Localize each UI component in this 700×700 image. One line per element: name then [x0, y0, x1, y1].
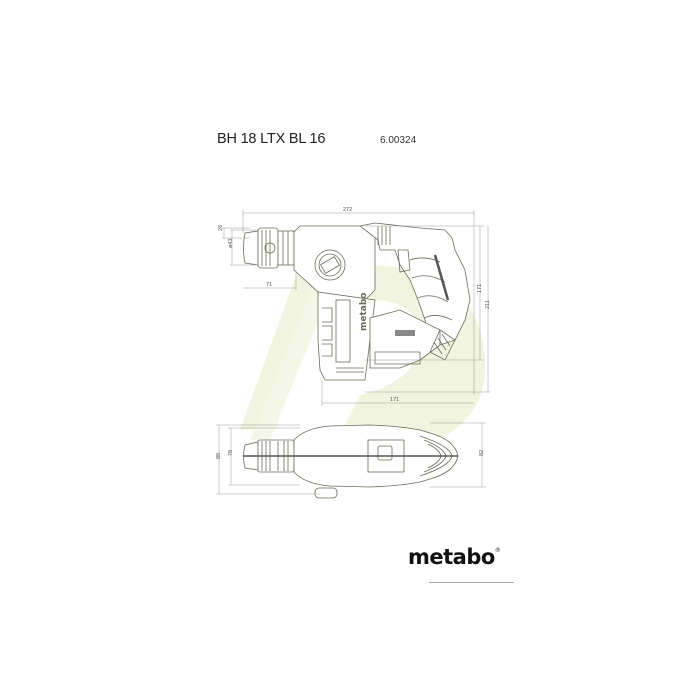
dim-base-length: 171: [390, 397, 399, 403]
footer-divider: [429, 582, 514, 583]
dim-width-rear: 82: [479, 450, 485, 456]
dim-chuck-offset: 28: [218, 225, 224, 231]
top-view: [243, 424, 459, 499]
top-view-dimensions: [216, 422, 486, 495]
article-number: 6.00324: [380, 135, 417, 146]
side-view-dimensions: [222, 210, 490, 406]
dim-height-total: 211: [485, 300, 491, 309]
model-title: BH 18 LTX BL 16: [217, 131, 326, 147]
dim-overall-length: 272: [343, 207, 352, 213]
brand-logo: metabo®: [408, 545, 501, 569]
registered-mark: ®: [494, 547, 501, 554]
side-view: metabo: [243, 222, 471, 381]
dim-chuck-diameter: ø43: [228, 239, 234, 248]
dim-width-chuck: 78: [228, 450, 234, 456]
dim-chuck-length: 71: [266, 282, 272, 288]
side-view-dimension-labels: 272 28 ø43 71 171 211 171: [218, 207, 491, 403]
dim-height-body: 171: [477, 284, 483, 293]
brand-name: metabo: [408, 545, 495, 569]
top-view-dimension-labels: 88 78 82: [216, 450, 485, 459]
chuck: [243, 227, 295, 269]
body-brand-text: metabo: [359, 293, 369, 331]
dim-width-total: 88: [216, 453, 222, 459]
